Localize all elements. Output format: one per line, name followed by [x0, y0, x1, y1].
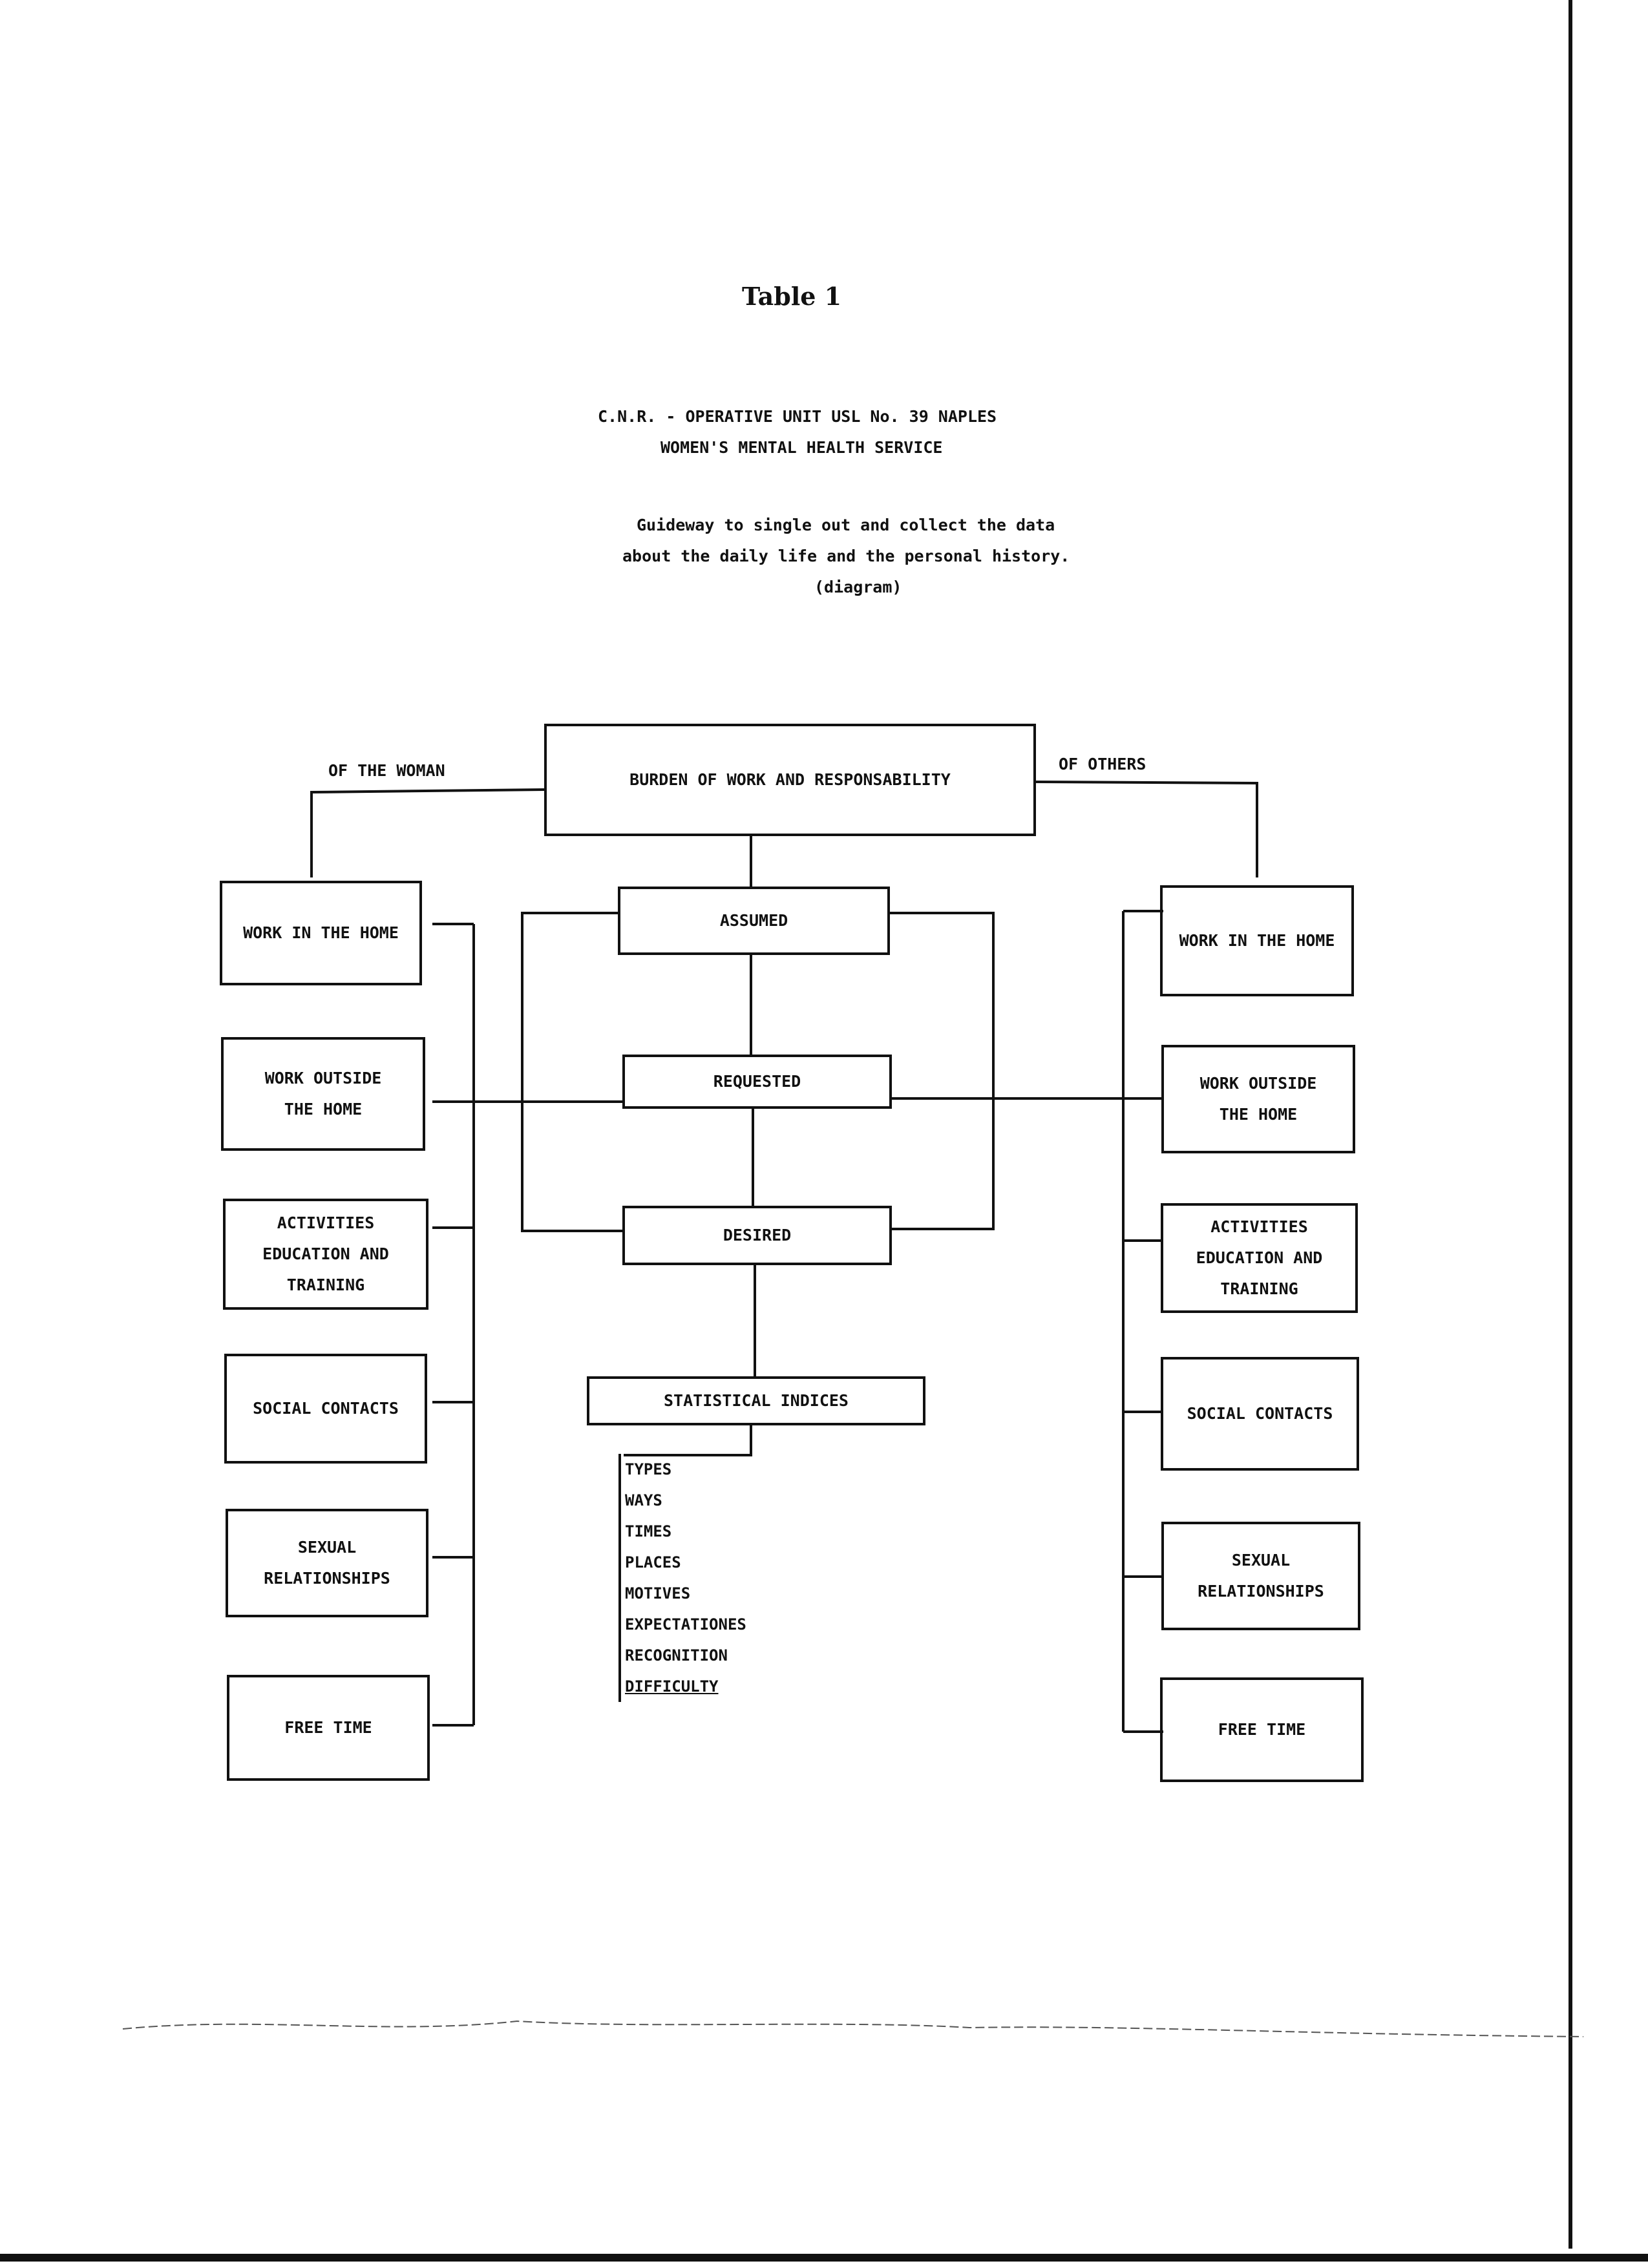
statistical-indices-box: STATISTICAL INDICES — [587, 1376, 925, 1425]
caption-line-2: about the daily life and the personal hi… — [622, 547, 1070, 565]
index-item: RECOGNITION — [625, 1646, 728, 1664]
index-item: DIFFICULTY — [625, 1677, 719, 1696]
right-social-contacts-box: SOCIAL CONTACTS — [1161, 1357, 1359, 1471]
index-item: MOTIVES — [625, 1584, 691, 1602]
requested-box: REQUESTED — [622, 1055, 892, 1109]
index-item: PLACES — [625, 1553, 681, 1571]
caption-line-1: Guideway to single out and collect the d… — [637, 516, 1055, 534]
right-group-label: OF OTHERS — [1059, 755, 1146, 773]
left-activities-box: ACTIVITIES EDUCATION AND TRAINING — [223, 1199, 428, 1310]
left-social-contacts-box: SOCIAL CONTACTS — [224, 1354, 427, 1464]
org-line-1: C.N.R. - OPERATIVE UNIT USL No. 39 NAPLE… — [598, 407, 997, 426]
index-item: TYPES — [625, 1460, 672, 1478]
burden-of-work-box: BURDEN OF WORK AND RESPONSABILITY — [544, 724, 1036, 836]
left-sexual-relationships-box: SEXUAL RELATIONSHIPS — [226, 1509, 428, 1617]
right-sexual-relationships-box: SEXUAL RELATIONSHIPS — [1161, 1522, 1360, 1630]
left-free-time-box: FREE TIME — [227, 1675, 430, 1781]
right-free-time-box: FREE TIME — [1160, 1677, 1364, 1782]
indices-list: TYPES WAYS TIMES PLACES MOTIVES EXPECTAT… — [618, 1454, 746, 1702]
right-activities-box: ACTIVITIES EDUCATION AND TRAINING — [1161, 1203, 1358, 1313]
right-work-in-home-box: WORK IN THE HOME — [1160, 885, 1354, 996]
assumed-box: ASSUMED — [618, 887, 890, 955]
index-item: EXPECTATIONES — [625, 1615, 746, 1633]
right-work-outside-home-box: WORK OUTSIDE THE HOME — [1161, 1045, 1355, 1153]
left-work-outside-home-box: WORK OUTSIDE THE HOME — [221, 1037, 425, 1151]
index-item: WAYS — [625, 1491, 662, 1509]
desired-box: DESIRED — [622, 1206, 892, 1265]
index-item: TIMES — [625, 1522, 672, 1540]
left-group-label: OF THE WOMAN — [328, 761, 445, 780]
left-work-in-home-box: WORK IN THE HOME — [220, 881, 422, 985]
table-heading: Table 1 — [742, 282, 842, 311]
caption-line-3: (diagram) — [814, 578, 902, 596]
org-line-2: WOMEN'S MENTAL HEALTH SERVICE — [660, 438, 943, 457]
